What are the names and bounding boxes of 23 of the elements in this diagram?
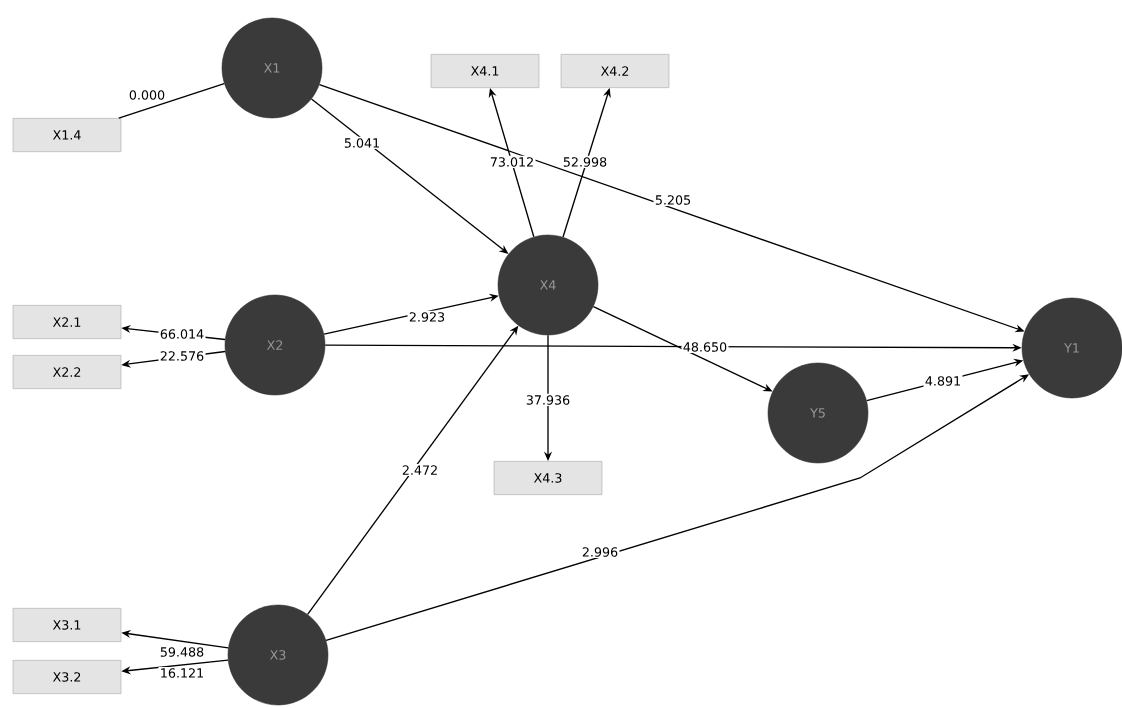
indicator-box: X1.4 xyxy=(12,118,122,152)
edge-label: 48.650 xyxy=(681,340,729,354)
edge-label: 2.996 xyxy=(580,545,620,559)
indicator-box: X3.1 xyxy=(12,608,122,642)
indicator-box: X2.2 xyxy=(12,355,122,389)
edge-label: 5.205 xyxy=(653,193,693,207)
edge-label: 66.014 xyxy=(158,327,206,341)
edge-label: 5.041 xyxy=(342,136,382,150)
edge-label: 73.012 xyxy=(488,155,536,169)
edge-label: 59.488 xyxy=(158,645,206,659)
edge-label: 37.936 xyxy=(524,393,572,407)
indicator-box: X4.1 xyxy=(430,54,540,88)
edge-label: 0.000 xyxy=(127,88,167,102)
edge-label: 16.121 xyxy=(158,666,206,680)
indicator-box: X3.2 xyxy=(12,660,122,694)
indicator-box: X2.1 xyxy=(12,305,122,339)
indicator-box: X4.2 xyxy=(560,54,670,88)
edge-label: 4.891 xyxy=(923,374,963,388)
edge-label: 2.923 xyxy=(407,310,447,324)
edge-label: 52.998 xyxy=(561,155,609,169)
indicator-box: X4.3 xyxy=(493,461,603,495)
edge-label: 2.472 xyxy=(400,463,440,477)
edge-label: 22.576 xyxy=(158,349,206,363)
